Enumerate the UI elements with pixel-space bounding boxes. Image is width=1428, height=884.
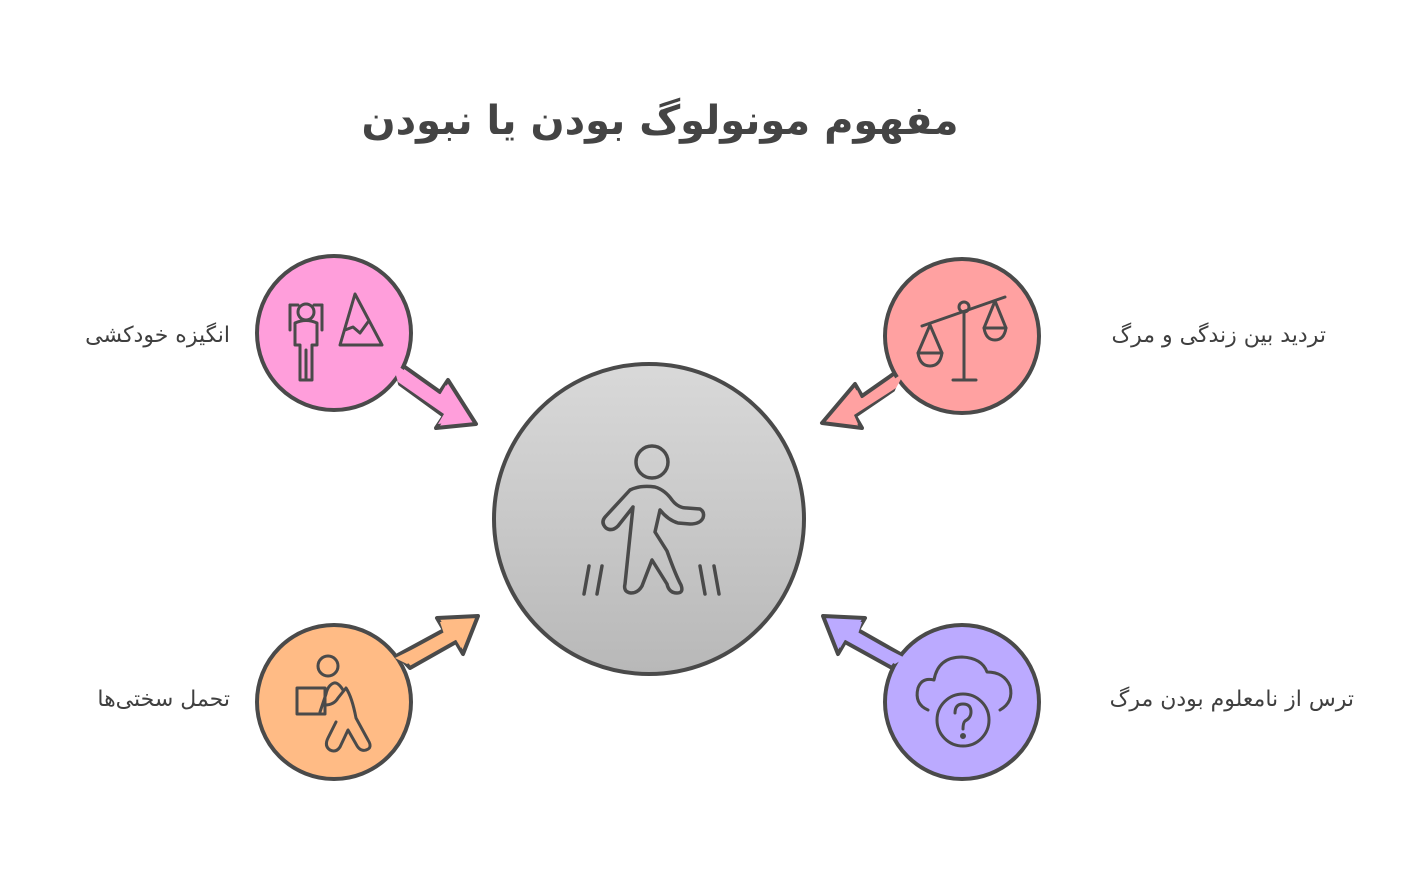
- node-fear-unknown-death: [821, 614, 1041, 781]
- node-life-death-doubt: [820, 257, 1041, 430]
- hiker-mountain-icon: [288, 292, 384, 382]
- center-node: [492, 362, 806, 676]
- cloud-question-icon: [915, 655, 1013, 748]
- label-life-death-doubt: تردید بین زندگی و مرگ: [1111, 323, 1326, 348]
- node-endure-hardships: [255, 614, 480, 781]
- walking-person-icon: [582, 444, 721, 596]
- diagram-title: مفهوم مونولوگ بودن یا نبودن: [361, 98, 959, 144]
- node-suicide-motivation: [255, 254, 478, 430]
- person-carrying-box-icon: [295, 654, 372, 753]
- node-circle: [883, 257, 1041, 415]
- label-suicide-motivation: انگیزه خودکشی: [85, 323, 230, 348]
- center-circle: [492, 362, 806, 676]
- node-circle: [883, 623, 1041, 781]
- balance-scale-icon: [916, 295, 1008, 382]
- node-circle: [255, 254, 413, 412]
- label-fear-unknown-death: ترس از نامعلوم بودن مرگ: [1109, 687, 1354, 712]
- label-endure-hardships: تحمل سختی‌ها: [97, 687, 230, 712]
